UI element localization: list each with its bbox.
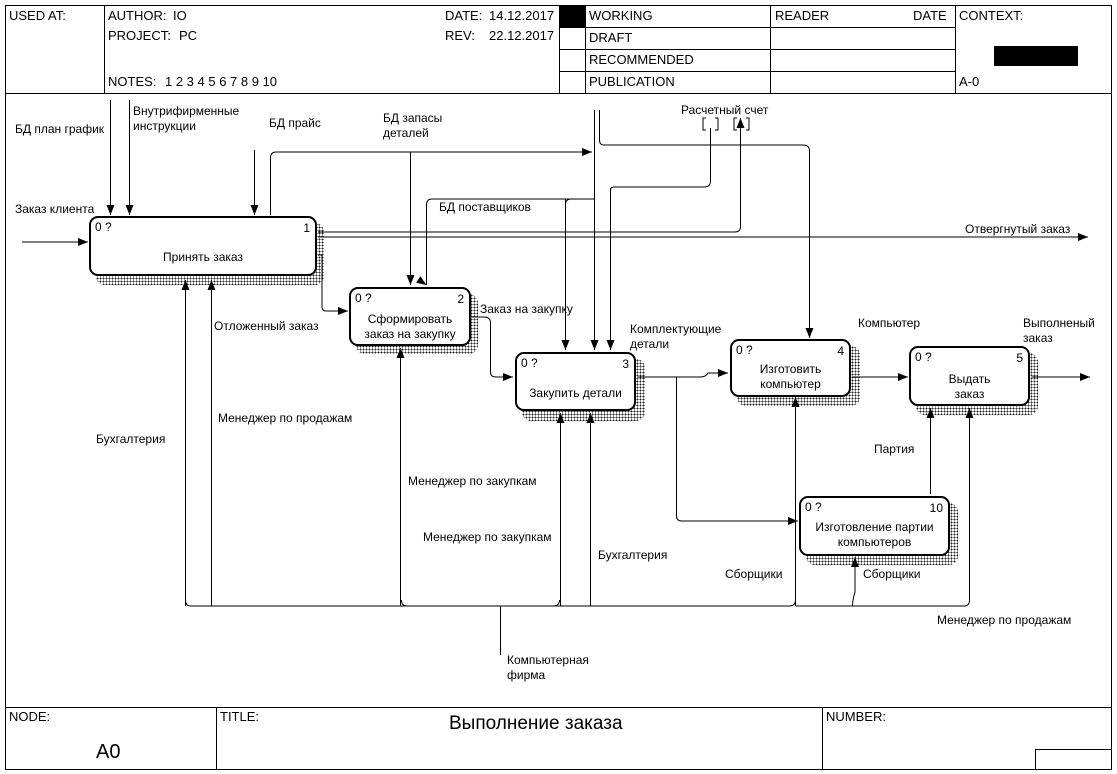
rev-label: REV: bbox=[445, 28, 475, 43]
activity-cost: 0 ? bbox=[521, 356, 538, 370]
context-node: A-0 bbox=[959, 74, 980, 89]
node-value: A0 bbox=[96, 741, 121, 763]
date-value: 14.12.2017 bbox=[489, 8, 555, 23]
reader-label: READER bbox=[775, 8, 830, 23]
author-label: AUTHOR: bbox=[108, 8, 167, 23]
label-done-order: Выполненый заказ bbox=[1023, 316, 1095, 345]
rev-value: 22.12.2017 bbox=[489, 28, 555, 43]
number-label: NUMBER: bbox=[826, 709, 886, 724]
activity-cost: 0 ? bbox=[355, 291, 372, 305]
status-publication: PUBLICATION bbox=[589, 74, 675, 89]
title-label: TITLE: bbox=[220, 709, 260, 724]
status-working: WORKING bbox=[589, 8, 653, 23]
project-label: PROJECT: bbox=[108, 28, 171, 43]
status-recommended: RECOMMENDED bbox=[589, 52, 694, 67]
label-accounting-1: Бухгалтерия bbox=[96, 432, 166, 446]
activity-cost: 0 ? bbox=[736, 343, 753, 357]
activity-box-10[interactable]: 0 ? 10 Изготовление партии компьютеров bbox=[799, 496, 950, 556]
activity-name: Принять заказ bbox=[163, 250, 243, 264]
activity-box-2[interactable]: 0 ? 2 Сформировать заказ на закупку bbox=[349, 287, 471, 346]
label-bd-price: БД прайс bbox=[269, 116, 321, 130]
activity-name: Сформировать заказ на закупку bbox=[364, 312, 456, 341]
author-value: IO bbox=[173, 8, 187, 23]
activity-name: Изготовление партии компьютеров bbox=[815, 520, 934, 549]
activity-number: 5 bbox=[1016, 351, 1023, 365]
activity-cost: 0 ? bbox=[915, 350, 932, 364]
project-value: PC bbox=[179, 28, 198, 43]
label-assemblers-2: Сборщики bbox=[863, 567, 921, 581]
activity-name: Выдать заказ bbox=[948, 372, 991, 401]
diagram-title: Выполнение заказа bbox=[449, 713, 623, 734]
activity-name: Изготовить компьютер bbox=[759, 362, 822, 391]
label-computer: Компьютер bbox=[858, 316, 921, 330]
label-bd-stock: БД запасы деталей bbox=[383, 111, 443, 140]
label-firm: Компьютерная фирма bbox=[507, 653, 589, 682]
node-label: NODE: bbox=[9, 709, 51, 724]
label-components: Комплектующие детали bbox=[630, 322, 722, 351]
activity-number: 10 bbox=[929, 501, 943, 515]
label-bd-suppliers: БД поставщиков bbox=[439, 200, 531, 214]
label-account: Расчетный счет bbox=[681, 103, 769, 117]
label-sales-mgr-2: Менеджер по продажам bbox=[937, 613, 1072, 627]
activity-number: 1 bbox=[303, 221, 310, 235]
label-rejected: Отвергнутый заказ bbox=[965, 222, 1071, 236]
label-accounting-2: Бухгалтерия bbox=[598, 548, 668, 562]
activity-number: 3 bbox=[622, 357, 629, 371]
used-at-label: USED AT: bbox=[9, 8, 66, 23]
label-batch: Партия bbox=[874, 442, 915, 456]
reader-date-label: DATE bbox=[913, 8, 947, 23]
label-assemblers-1: Сборщики bbox=[725, 567, 783, 581]
label-instructions: Внутрифирменные инструкции bbox=[133, 104, 240, 133]
date-label: DATE: bbox=[445, 8, 483, 23]
activity-number: 2 bbox=[457, 292, 464, 306]
activity-box-4[interactable]: 0 ? 4 Изготовить компьютер bbox=[730, 339, 851, 397]
label-bd-plan: БД план график bbox=[15, 122, 105, 136]
context-label: CONTEXT: bbox=[959, 8, 1024, 23]
notes-label: NOTES: bbox=[108, 74, 157, 89]
activity-box-3[interactable]: 0 ? 3 Закупить детали bbox=[515, 352, 636, 411]
label-purchase-mgr-1: Менеджер по закупкам bbox=[408, 474, 537, 488]
label-client-order: Заказ клиента bbox=[15, 202, 95, 216]
activity-cost: 0 ? bbox=[805, 500, 822, 514]
activity-cost: 0 ? bbox=[95, 220, 112, 234]
label-sales-mgr-1: Менеджер по продажам bbox=[218, 411, 353, 425]
notes-value: 1 2 3 4 5 6 7 8 9 10 bbox=[165, 74, 278, 89]
activity-box-1[interactable]: 0 ? 1 Принять заказ bbox=[89, 216, 317, 276]
label-postponed: Отложенный заказ bbox=[214, 319, 319, 333]
activity-name: Закупить детали bbox=[529, 386, 622, 400]
activity-box-5[interactable]: 0 ? 5 Выдать заказ bbox=[909, 346, 1030, 406]
activity-number: 4 bbox=[837, 344, 844, 358]
label-purchase-mgr-2: Менеджер по закупкам bbox=[423, 530, 552, 544]
label-purchase-order: Заказ на закупку bbox=[480, 302, 573, 316]
status-draft: DRAFT bbox=[589, 30, 633, 45]
